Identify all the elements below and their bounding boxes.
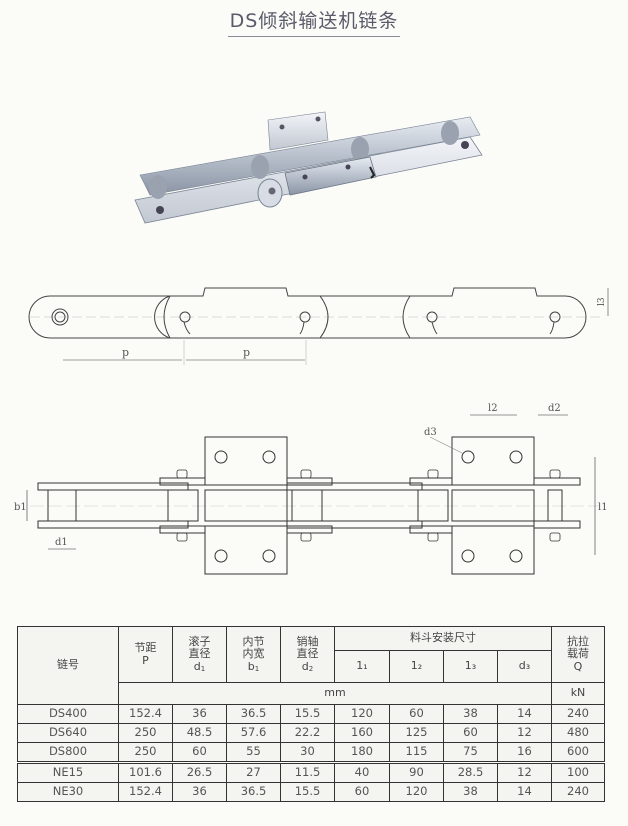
- l2-label: l2: [488, 403, 498, 414]
- header-l2: 1₂: [389, 650, 444, 683]
- pitch-label-left: p: [122, 346, 129, 359]
- header-chain-no: 链号: [17, 626, 119, 705]
- pitch-label-right: p: [243, 346, 250, 359]
- header-d3: d₃: [497, 650, 552, 683]
- unit-kn: kN: [551, 682, 605, 705]
- header-l1: 1₁: [334, 650, 390, 683]
- d3-label: d3: [424, 427, 437, 438]
- d1-label: d1: [55, 537, 68, 548]
- unit-mm: mm: [118, 682, 552, 705]
- header-bucket-group: 料斗安装尺寸: [334, 626, 552, 651]
- header-l3: 1₃: [443, 650, 498, 683]
- page-title: DS倾斜输送机链条: [0, 6, 628, 37]
- l1-label: l1: [598, 502, 608, 513]
- d2-label: d2: [548, 403, 561, 414]
- chain-photo: [134, 111, 483, 224]
- b1-label: b1: [14, 502, 27, 513]
- top-view-drawing: b1 d1 l2 d2 d3 l1: [14, 403, 608, 575]
- side-view-drawing: p p l3: [28, 287, 609, 365]
- l3-label: l3: [597, 297, 607, 306]
